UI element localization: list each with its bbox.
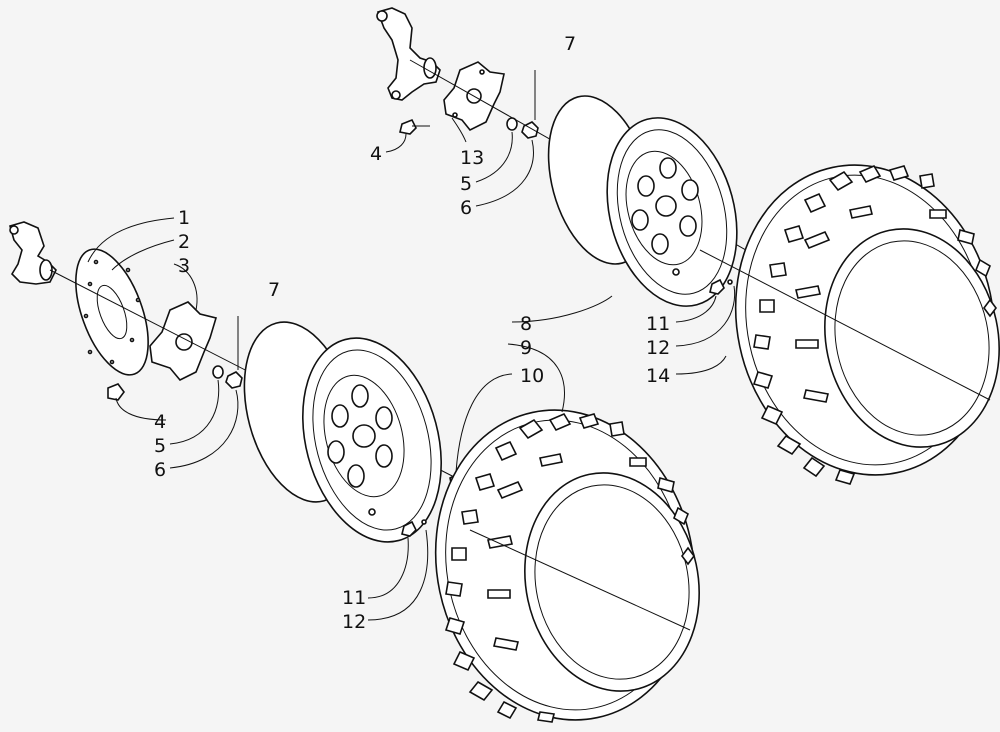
leader-lines	[87, 70, 736, 621]
callout-6-left: 6	[154, 459, 166, 481]
rear-tire	[734, 164, 1000, 485]
upper-hub-stud	[399, 118, 430, 135]
callout-7-left: 7	[268, 279, 280, 301]
lower-washer	[212, 365, 224, 379]
callout-6-top: 6	[460, 197, 472, 219]
front-tire	[434, 409, 700, 723]
brake-disc	[75, 248, 149, 376]
upper-valve-stem	[709, 278, 733, 295]
callout-2: 2	[178, 231, 190, 253]
callout-8: 8	[520, 313, 532, 335]
callout-11-left: 11	[342, 587, 366, 609]
lower-nut	[225, 371, 243, 389]
upper-steering-knuckle	[376, 7, 441, 101]
callout-5-left: 5	[154, 435, 166, 457]
lower-hub-stud	[107, 383, 125, 401]
callout-7-top: 7	[564, 33, 576, 55]
callout-1: 1	[178, 207, 190, 229]
callout-13: 13	[460, 147, 484, 169]
callout-10: 10	[520, 365, 544, 387]
callout-3: 3	[178, 255, 190, 277]
lower-steering-knuckle	[9, 221, 57, 285]
callout-4-top: 4	[370, 143, 382, 165]
lower-hub-flange	[149, 301, 218, 381]
lower-valve-stem	[401, 519, 427, 537]
callout-14: 14	[646, 365, 670, 387]
front-tire-tread	[444, 412, 695, 723]
callout-12-left: 12	[342, 611, 366, 633]
lower-wheel-rim	[243, 321, 443, 543]
callout-5-top: 5	[460, 173, 472, 195]
upper-wheel-rim	[547, 95, 738, 307]
callout-9: 9	[520, 337, 532, 359]
rear-tire-tread	[752, 164, 997, 485]
callout-11-right: 11	[646, 313, 670, 335]
callout-12-right: 12	[646, 337, 670, 359]
callout-4-left: 4	[154, 411, 166, 433]
